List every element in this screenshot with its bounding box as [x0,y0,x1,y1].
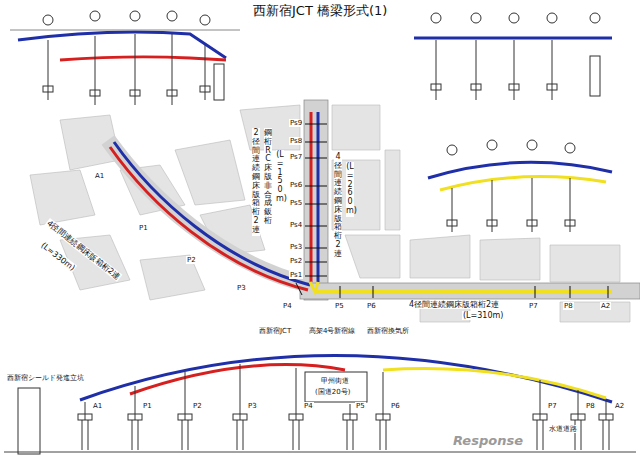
pier-label: Ps9 [289,119,303,127]
pier-label: P8 [585,402,596,410]
bridge-type: 4径間連続鋼床版箱桁2連 [334,152,342,260]
pier-label: P7 [547,402,558,410]
pier-label: P2 [186,256,197,264]
pier-label: Ps1 [289,271,303,279]
pier-label: A2 [600,302,611,310]
diagram-title: 西新宿JCT 橋梁形式(1) [250,2,390,20]
pier-label: P3 [247,402,258,410]
structure-label: 西新宿換気所 [366,327,410,335]
pier-label: P1 [138,224,149,232]
road-label: 水道道路 [548,425,578,433]
pier-label: Ps5 [289,199,303,207]
span-length: (L=310m) [462,311,504,320]
pier-label: P6 [390,402,401,410]
pier-label: P4 [303,402,314,410]
pier-label: Ps8 [289,137,303,145]
pier-label: P3 [236,284,247,292]
watermark: Response [452,434,524,449]
pier-label: Ps3 [289,243,303,251]
pier-label: P6 [366,302,377,310]
pier-label: Ps7 [289,153,303,161]
span-length: (L=260m) [346,162,354,217]
road-label: 甲州街道 [320,377,350,385]
pier-label: P5 [355,402,366,410]
pier-label: Ps4 [289,221,303,229]
structure-label: 西新宿シールド発進立坑 [6,374,85,382]
pier-label: P8 [563,302,574,310]
structure-label: 高架4号新宿線 [308,327,356,335]
pier-label: P1 [142,402,153,410]
pier-label: Ps6 [289,181,303,189]
pier-label: A1 [94,172,105,180]
structure-label: 西新宿JCT [258,327,292,335]
pier-label: P2 [192,402,203,410]
span-length: (L=150m) [276,150,284,205]
pier-label: P4 [282,302,293,310]
bridge-type: 4径間連続鋼床版箱桁2連 [408,300,500,309]
pier-label: A1 [92,402,103,410]
road-label: (国道20号) [314,388,351,396]
pier-label: P7 [528,302,539,310]
bridge-type: 2径間連続鋼床版箱桁2連 [252,128,260,236]
bridge-type: 鋼桁RC床版非合成鈑桁 [264,128,272,227]
pier-label: P5 [334,302,345,310]
pier-label: Ps2 [289,257,303,265]
pier-label: A2 [614,402,625,410]
